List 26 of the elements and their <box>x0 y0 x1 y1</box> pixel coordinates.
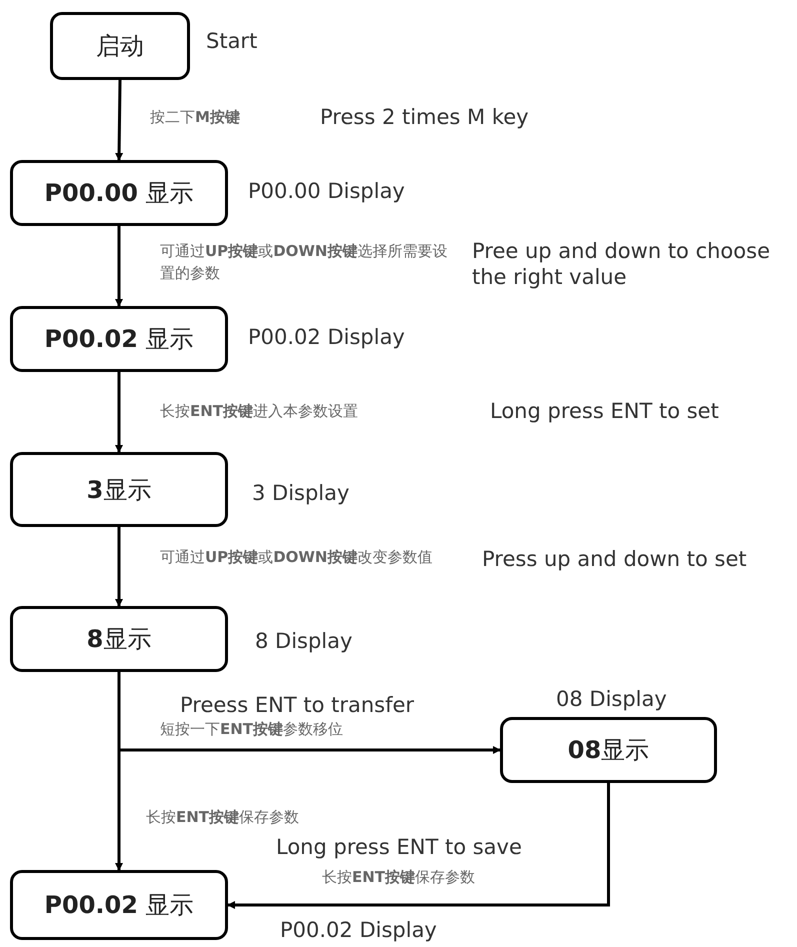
process-box <box>10 452 228 527</box>
node-label: 08显示 <box>568 735 650 766</box>
process-box <box>10 870 228 940</box>
process-box <box>10 160 228 226</box>
node-caption: 8 Display <box>255 628 352 655</box>
arrow <box>115 226 123 307</box>
node-label: 启动 <box>96 31 144 62</box>
node-label: P00.00 显示 <box>44 178 194 209</box>
arrow <box>115 527 123 607</box>
node-label: 3显示 <box>86 474 152 506</box>
node-caption: Start <box>206 28 258 55</box>
arrow <box>115 80 124 161</box>
node-caption: 3 Display <box>252 480 350 507</box>
process-box <box>10 606 228 672</box>
node-label: P00.02 显示 <box>44 890 194 921</box>
node-caption: P00.02 Display <box>280 917 437 944</box>
node-label: P00.02 显示 <box>44 324 194 355</box>
arrow <box>115 372 123 453</box>
node-caption: P00.00 Display <box>248 178 405 205</box>
process-box <box>500 717 717 783</box>
node-caption: 08 Display <box>556 686 667 713</box>
arrow <box>227 783 610 909</box>
node-caption: P00.02 Display <box>248 324 405 351</box>
process-box <box>50 12 190 80</box>
node-label: 8显示 <box>86 624 152 655</box>
process-box <box>10 306 228 372</box>
